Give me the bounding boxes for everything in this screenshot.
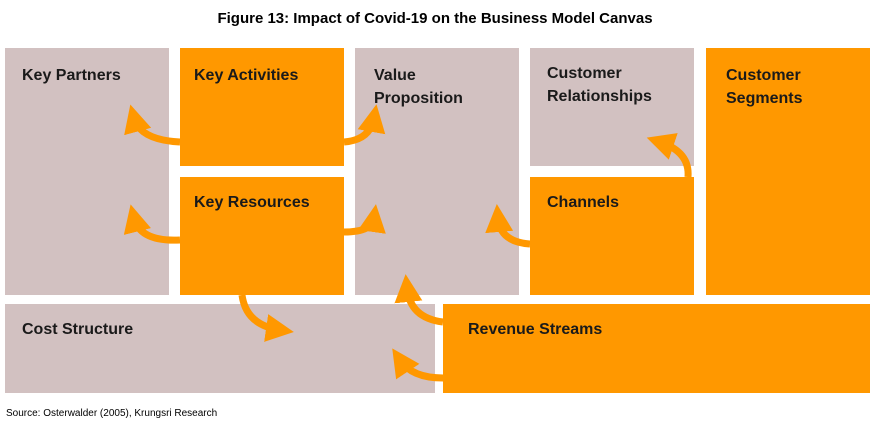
value-proposition-label-line2: Proposition <box>374 90 463 107</box>
customer-segments-label-line1: Customer <box>726 67 801 84</box>
customer-segments-block: Customer Segments <box>706 48 870 295</box>
figure-title: Figure 13: Impact of Covid-19 on the Bus… <box>217 10 653 27</box>
key-partners-block: Key Partners <box>5 48 169 295</box>
customer-relationships-block: Customer Relationships <box>530 48 694 166</box>
key-activities-block: Key Activities <box>180 48 344 166</box>
channels-block: Channels <box>530 177 694 295</box>
cost-structure-block: Cost Structure <box>5 304 435 393</box>
value-proposition-block: Value Proposition <box>355 48 519 295</box>
key-resources-label: Key Resources <box>194 194 310 211</box>
customer-segments-label-line2: Segments <box>726 90 803 107</box>
revenue-streams-label: Revenue Streams <box>468 321 603 338</box>
customer-relationships-label-line1: Customer <box>547 65 622 82</box>
cost-structure-label: Cost Structure <box>22 321 134 338</box>
value-proposition-label-line1: Value <box>374 67 416 84</box>
channels-label: Channels <box>547 194 620 211</box>
revenue-streams-block: Revenue Streams <box>443 304 870 393</box>
key-partners-label: Key Partners <box>22 67 121 84</box>
key-activities-label: Key Activities <box>194 67 299 84</box>
key-resources-block: Key Resources <box>180 177 344 295</box>
source-note: Source: Osterwalder (2005), Krungsri Res… <box>6 408 218 419</box>
customer-relationships-label-line2: Relationships <box>547 88 652 105</box>
